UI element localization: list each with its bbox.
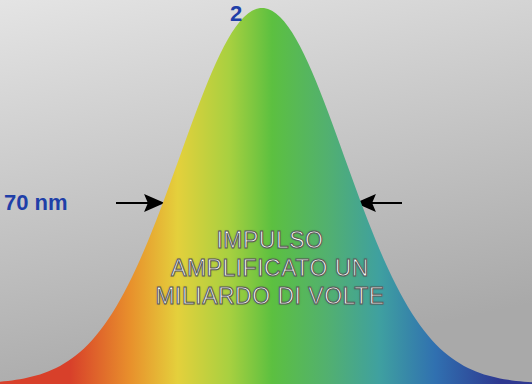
callout-number: 2 bbox=[230, 3, 242, 25]
arrow-shaft bbox=[368, 202, 402, 204]
text-holder: IMPULSO AMPLIFICATO UN MILIARDO DI VOLTE bbox=[150, 226, 390, 310]
width-dimension: 70 nm bbox=[4, 192, 68, 214]
arrow-shaft bbox=[116, 202, 152, 204]
pulse-spectrum bbox=[0, 8, 532, 384]
arrow-head bbox=[146, 196, 162, 210]
pulse-caption: IMPULSO AMPLIFICATO UN MILIARDO DI VOLTE bbox=[150, 226, 390, 310]
